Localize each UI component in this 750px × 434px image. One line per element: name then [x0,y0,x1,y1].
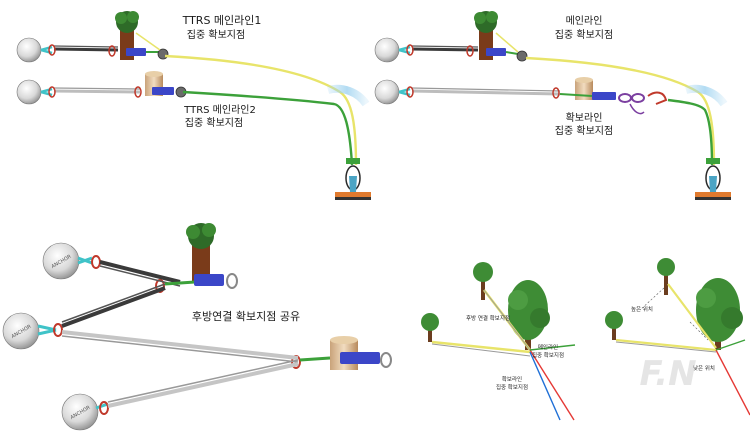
anchor-plate-bottom: ANCHOR [61,393,99,431]
label-br-main-line1: 메인라인 [538,343,558,351]
anchor-plate-1 [374,37,400,63]
label-tr-main-line2: 집중 확보지점 [555,29,613,41]
label-br-main-line2: 집중 확보지점 [532,351,564,359]
anchor-plate-2 [16,79,42,105]
label-br-belay-line1: 확보라인 [502,375,522,383]
panel-top-right: 메인라인 집중 확보지점 확보라인 집중 확보지점 [374,11,731,200]
anchor-plate-top: ANCHOR [42,242,80,280]
climber-icon [695,158,731,200]
tree-icon [421,313,439,342]
watermark: F.N [639,354,696,394]
panel-bottom-right-b: 높은 위치 낮은 위치 [605,258,750,416]
label-tl-2-line2: 집중 확보지점 [185,117,243,129]
anchor-plate-mid: ANCHOR [2,312,40,350]
panel-bottom-left: ANCHOR ANCHOR ANCHOR [2,223,392,431]
climber-icon [335,158,371,200]
tree-icon [473,262,493,300]
panel-top-left: TTRS 메인라인1 집중 확보지점 TTRS 메인라인2 집중 확보지점 [16,11,371,200]
tree-icon [186,223,216,282]
label-tl-1-line1: TTRS 메인라인1 [182,14,262,27]
label-bl-shared: 후방연결 확보지점 공유 [192,310,300,323]
tree-icon [508,280,550,350]
tree-icon [696,278,743,350]
tree-icon [115,11,139,60]
label-br-belay-line2: 집중 확보지점 [496,383,528,391]
label-tl-2-line1: TTRS 메인라인2 [183,104,256,116]
panel-bottom-right-a: 후방 연결 확보지점 메인라인 집중 확보지점 확보라인 집중 확보지점 [421,262,576,421]
label-tr-main-line1: 메인라인 [566,15,603,27]
label-br-low: 낮은 위치 [693,364,715,372]
label-tr-belay-line2: 집중 확보지점 [555,125,613,137]
label-tl-1-line2: 집중 확보지점 [187,29,245,41]
anchor-plate-1 [16,37,42,63]
label-tr-belay-line1: 확보라인 [566,112,603,124]
label-br-rear: 후방 연결 확보지점 [466,314,510,322]
anchor-plate-2 [374,79,400,105]
tree-icon [605,311,623,340]
label-br-high: 높은 위치 [631,305,653,313]
tree-icon [657,258,675,295]
